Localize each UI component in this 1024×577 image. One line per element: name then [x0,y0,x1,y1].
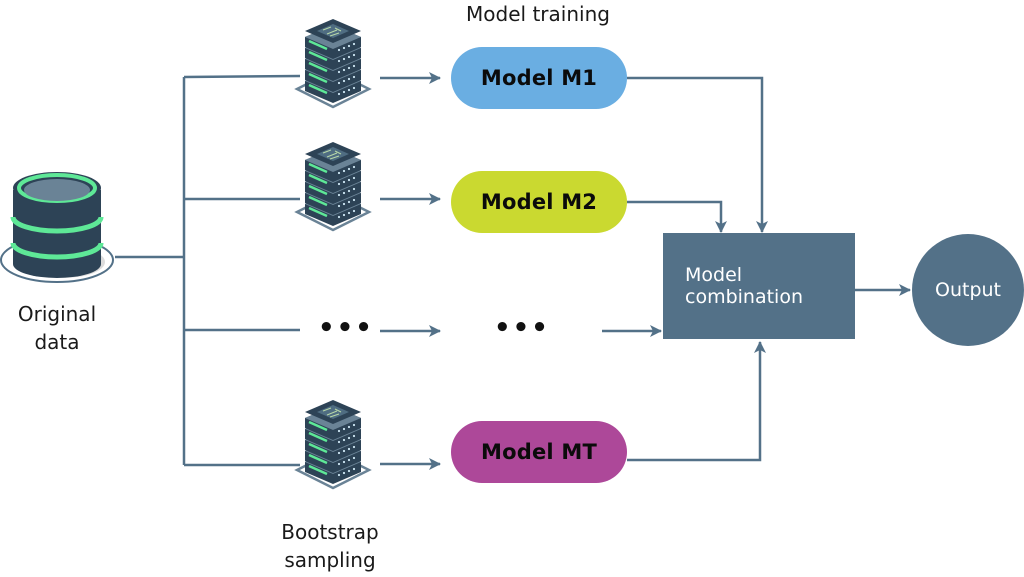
original-data-label-line2: data [34,330,80,354]
model-combination-line1: Model [685,264,743,286]
output-node: Output [912,234,1024,346]
model-training-title: Model training [466,2,610,26]
server-icon-2 [295,140,371,232]
mt-to-combination [627,341,766,462]
server-icon-t [295,398,371,490]
model-m2-node: Model M2 [451,171,627,233]
database-icon [0,172,114,283]
model-combination-line2: combination [685,286,803,308]
branch-1 [183,74,301,79]
model-m1-node: Model M1 [451,47,627,109]
model-mt-node: Model MT [451,421,627,483]
server-icon-1 [295,17,371,109]
ellipsis-models: ••• [494,313,550,343]
connectors [115,72,911,470]
original-data-label-line1: Original [17,302,97,326]
original-data-label: Original data [0,300,114,356]
m2-to-combination [627,200,727,233]
bootstrap-sampling-label-line2: sampling [284,548,376,572]
bootstrap-sampling-label-line1: Bootstrap [281,520,379,544]
bootstrap-sampling-label: Bootstrap sampling [250,518,410,574]
ellipsis-sampling: ••• [318,313,374,343]
model-combination-node: Model combination [663,233,855,339]
m1-to-combination [627,76,768,233]
